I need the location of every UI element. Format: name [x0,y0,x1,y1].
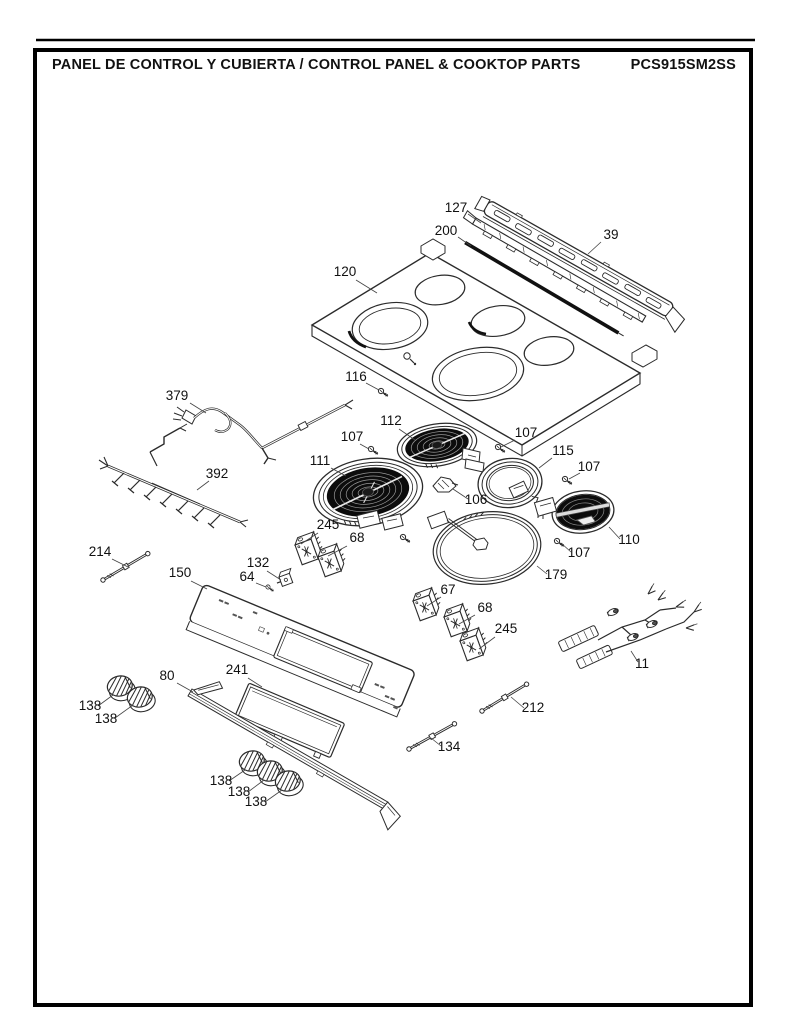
part-label-132: 132 [247,555,270,570]
vent-trim [462,209,647,323]
element-ring-115 [477,457,543,509]
vent-grille [474,195,686,334]
wire-harness-379 [172,399,354,465]
part-label-241: 241 [226,662,249,677]
part-label-138: 138 [245,794,268,809]
wire-harness-392 [98,423,249,529]
part-label-67: 67 [440,582,455,597]
part-label-39: 39 [603,227,618,242]
screw [399,533,411,543]
part-label-116: 116 [345,369,367,384]
burner-left-rear [414,274,466,306]
part-label-212: 212 [522,700,545,715]
part-label-107: 107 [578,459,601,474]
part-label-68: 68 [477,600,492,615]
part-label-111: 111 [310,453,331,468]
hot-surface-indicator [403,352,411,360]
page-title: PANEL DE CONTROL Y CUBIERTA / CONTROL PA… [52,57,581,73]
seal-strip [464,241,624,337]
panel-graphics [218,599,398,710]
part-label-138: 138 [79,698,102,713]
burner-center-front [431,346,525,402]
element-112-bracket [461,447,485,473]
heating-element-112 [396,422,478,469]
part-label-134: 134 [438,739,461,754]
element-111-terminals [356,509,404,531]
part-label-245: 245 [495,621,518,636]
cooktop-glass [310,238,658,457]
element-179-sensor [426,510,489,551]
part-label-245: 245 [317,517,340,532]
part-label-138: 138 [228,784,251,799]
part-label-379: 379 [166,388,189,403]
part-label-214: 214 [89,544,112,559]
lower-trim-80 [187,681,401,831]
part-label-392: 392 [206,466,229,481]
screw-107 [553,537,565,547]
burner-left-front [351,301,429,351]
screw-107 [367,445,379,455]
part-label-150: 150 [169,565,192,580]
burner-right [523,336,575,366]
part-label-11: 11 [635,656,649,671]
burner-mark [347,330,367,349]
part-label-107: 107 [515,425,538,440]
part-label-112: 112 [380,413,402,428]
element-110-terminal [533,496,558,519]
part-label-80: 80 [159,668,174,683]
part-label-138: 138 [95,711,118,726]
page-border [33,48,753,1007]
screw-107 [561,475,573,485]
element-110 [551,490,615,534]
part-label-138: 138 [210,773,233,788]
burner-mark [467,321,487,336]
glass-insert-241 [234,683,345,759]
switch-132 [276,567,294,588]
control-panel [185,584,415,718]
callout-labels: 127 200 39 120 116 379 112 107 107 111 1… [79,200,649,809]
part-label-107: 107 [568,545,591,560]
part-label-68: 68 [349,530,364,545]
part-label-64: 64 [239,569,255,584]
part-label-179: 179 [545,567,568,582]
part-label-120: 120 [334,264,357,279]
part-label-127: 127 [445,200,468,215]
model-number: PCS915SM2SS [631,57,736,73]
part-label-107: 107 [341,429,364,444]
part-label-115: 115 [552,443,574,458]
clip-116 [377,387,389,397]
bracket-106 [432,476,459,493]
screw-64 [265,584,275,592]
wire-harness-11 [558,582,705,669]
heating-element-111 [312,457,424,527]
part-label-110: 110 [618,532,640,547]
part-label-200: 200 [435,223,458,238]
display-window [273,626,373,693]
leader-lines [97,213,639,803]
part-label-106: 106 [465,492,488,507]
switch-67 [410,586,445,622]
